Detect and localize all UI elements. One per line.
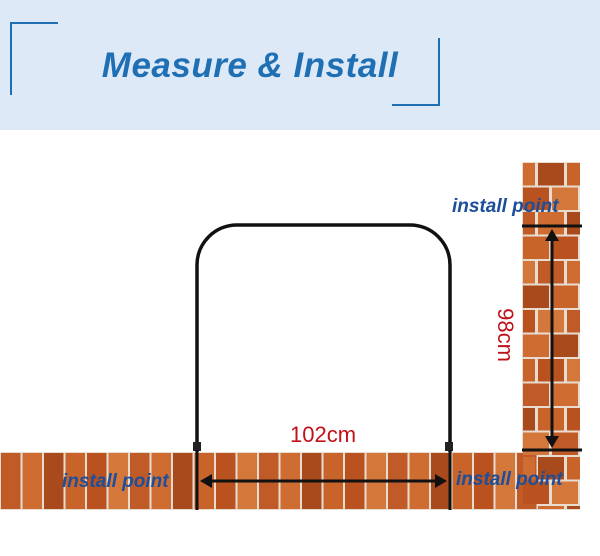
brick: [538, 457, 564, 480]
brick: [567, 163, 580, 186]
brick: [1, 453, 21, 509]
brick: [552, 285, 578, 308]
width-dimension-label: 102cm: [290, 422, 357, 447]
brick: [495, 453, 515, 509]
brick: [523, 310, 535, 333]
brick: [567, 212, 580, 235]
brick: [552, 187, 578, 210]
brick: [22, 453, 42, 509]
height-arrow: [545, 229, 559, 448]
brick: [567, 261, 580, 284]
brick: [523, 359, 535, 382]
brick: [151, 453, 171, 509]
right-post-connector: [445, 442, 453, 451]
brick: [567, 457, 580, 480]
brick: [552, 383, 578, 406]
install-point-label-right: install point: [456, 469, 563, 490]
width-arrow: [200, 474, 447, 488]
brick: [567, 506, 580, 509]
install-point-label-left: install point: [62, 471, 169, 492]
brick: [523, 383, 549, 406]
brick: [523, 261, 535, 284]
brick: [523, 334, 549, 357]
brick: [523, 457, 535, 480]
brick: [474, 453, 494, 509]
brick: [44, 453, 64, 509]
brick: [538, 212, 564, 235]
brick: [538, 163, 564, 186]
height-dimension-label: 98cm: [492, 308, 518, 362]
brick: [87, 453, 107, 509]
arch-frame: [195, 223, 452, 452]
brick: [567, 310, 580, 333]
brick: [173, 453, 193, 509]
brick: [523, 187, 549, 210]
brick: [552, 334, 578, 357]
brick: [552, 432, 578, 455]
brick: [523, 212, 535, 235]
brick: [523, 285, 549, 308]
brick: [523, 236, 549, 259]
corner-brackets: [10, 22, 440, 106]
brick: [65, 453, 85, 509]
page-title: Measure & Install: [101, 46, 399, 85]
brick: [108, 453, 128, 509]
brick: [552, 481, 578, 504]
brick: [523, 506, 535, 509]
brick: [552, 236, 578, 259]
install-point-label-top: install point: [452, 196, 559, 217]
header-band: Measure & Install: [0, 0, 600, 130]
brick: [567, 408, 580, 431]
brick: [523, 163, 535, 186]
brick: [523, 408, 535, 431]
brick: [538, 506, 564, 509]
brick: [523, 481, 549, 504]
left-post-connector: [193, 442, 201, 451]
brick: [523, 432, 549, 455]
brick: [452, 453, 472, 509]
brick: [567, 359, 580, 382]
brick: [130, 453, 150, 509]
